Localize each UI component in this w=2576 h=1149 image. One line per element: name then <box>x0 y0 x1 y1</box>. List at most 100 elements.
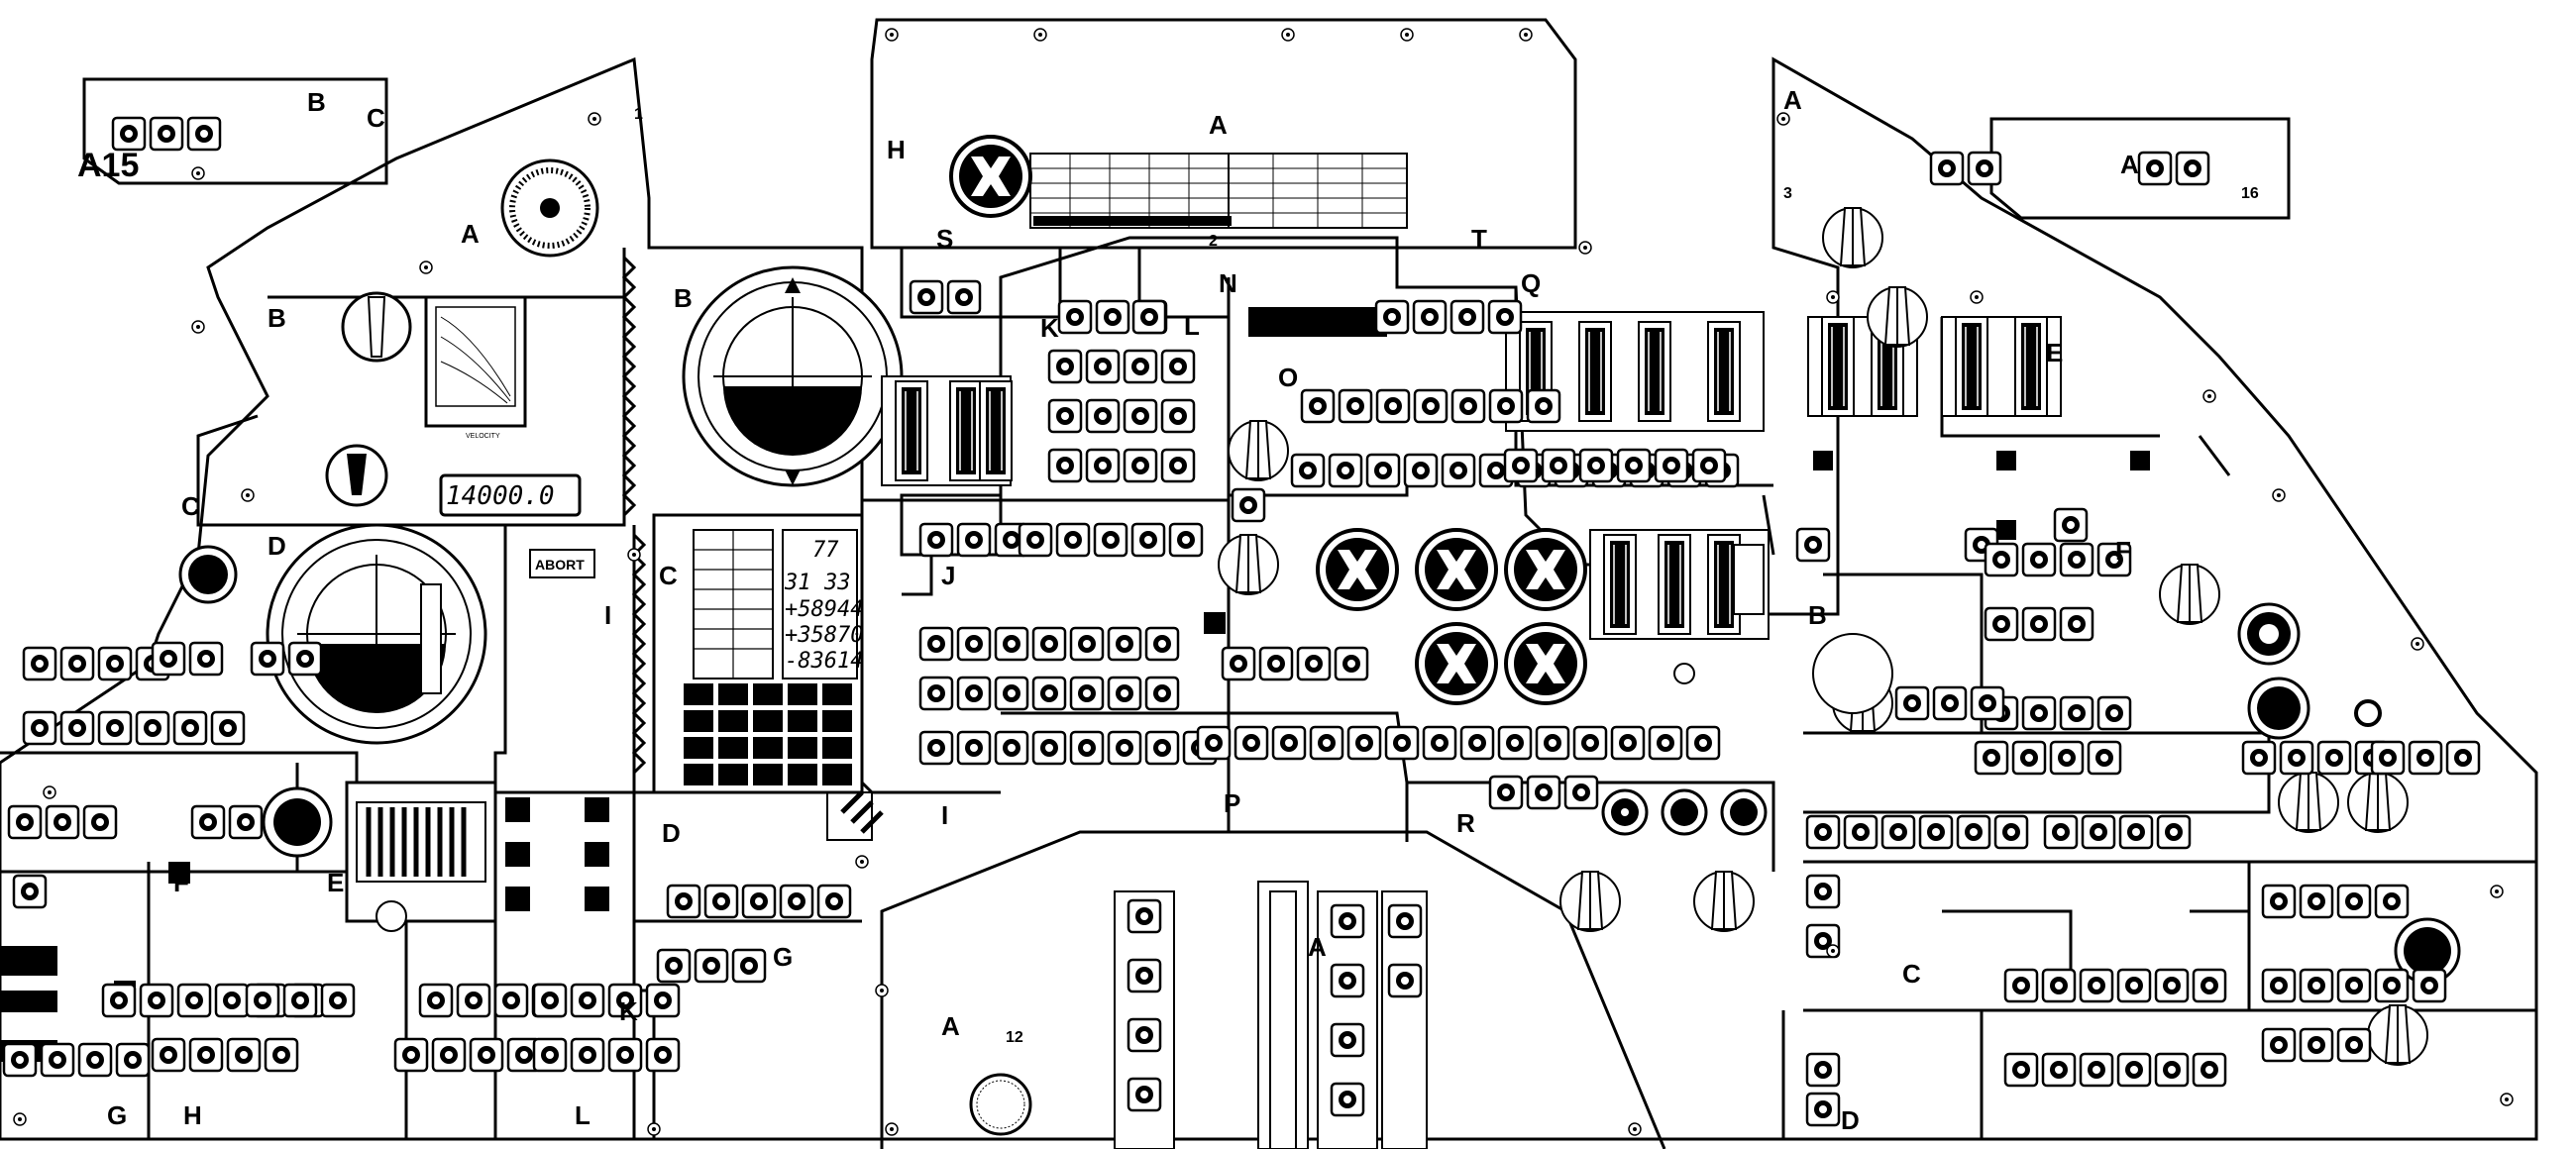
toggle-switch[interactable] <box>1127 898 1162 934</box>
toggle-switch[interactable] <box>82 804 118 840</box>
toggle-switch[interactable] <box>282 983 318 1018</box>
toggle-switch[interactable] <box>228 804 264 840</box>
toggle-switch[interactable] <box>1031 730 1067 766</box>
toggle-switch[interactable] <box>1047 398 1083 434</box>
toggle-switch[interactable] <box>151 1037 186 1073</box>
toggle-switch[interactable] <box>645 1037 681 1073</box>
toggle-switch[interactable] <box>245 983 280 1018</box>
toggle-switch[interactable] <box>1131 299 1167 335</box>
toggle-switch[interactable] <box>2299 884 2334 919</box>
toggle-switch[interactable] <box>1805 1052 1841 1088</box>
toggle-switch[interactable] <box>151 641 186 677</box>
toggle-switch[interactable] <box>115 1042 151 1078</box>
toggle-switch[interactable] <box>1795 527 1831 563</box>
toggle-switch[interactable] <box>172 710 208 746</box>
toggle-switch[interactable] <box>2116 1052 2152 1088</box>
toggle-switch[interactable] <box>226 1037 262 1073</box>
toggle-switch[interactable] <box>607 1037 643 1073</box>
toggle-switch[interactable] <box>2336 884 2372 919</box>
toggle-switch[interactable] <box>1654 448 1689 483</box>
toggle-switch[interactable] <box>2154 1052 2190 1088</box>
toggle-switch[interactable] <box>2408 740 2443 776</box>
toggle-switch[interactable] <box>956 626 992 662</box>
toggle-switch[interactable] <box>493 983 529 1018</box>
toggle-switch[interactable] <box>1085 398 1121 434</box>
toggle-switch[interactable] <box>1330 1022 1365 1058</box>
toggle-switch[interactable] <box>2021 542 2057 577</box>
toggle-switch[interactable] <box>994 676 1029 711</box>
toggle-switch[interactable] <box>909 279 944 315</box>
toggle-switch[interactable] <box>1168 522 1204 558</box>
toggle-switch[interactable] <box>250 641 285 677</box>
toggle-switch[interactable] <box>22 646 57 681</box>
toggle-switch[interactable] <box>1805 1092 1841 1127</box>
toggle-switch[interactable] <box>1413 388 1449 424</box>
toggle-switch[interactable] <box>1328 453 1363 488</box>
toggle-switch[interactable] <box>2021 695 2057 731</box>
toggle-switch[interactable] <box>2154 968 2190 1003</box>
toggle-switch[interactable] <box>97 710 133 746</box>
toggle-switch[interactable] <box>1984 542 2019 577</box>
toggle-switch[interactable] <box>2079 968 2114 1003</box>
toggle-switch[interactable] <box>7 804 43 840</box>
toggle-switch[interactable] <box>12 874 48 909</box>
toggle-switch[interactable] <box>956 730 992 766</box>
toggle-switch[interactable] <box>1234 725 1269 761</box>
toggle-switch[interactable] <box>2043 814 2079 850</box>
toggle-switch[interactable] <box>1123 398 1158 434</box>
toggle-switch[interactable] <box>2003 1052 2039 1088</box>
toggle-switch[interactable] <box>1123 349 1158 384</box>
toggle-switch[interactable] <box>1374 299 1410 335</box>
toggle-switch[interactable] <box>1296 646 1332 681</box>
toggle-switch[interactable] <box>1648 725 1683 761</box>
toggle-switch[interactable] <box>1085 349 1121 384</box>
toggle-switch[interactable] <box>1488 775 1524 810</box>
toggle-switch[interactable] <box>77 1042 113 1078</box>
toggle-switch[interactable] <box>264 1037 299 1073</box>
toggle-switch[interactable] <box>703 884 739 919</box>
toggle-switch[interactable] <box>1300 388 1336 424</box>
toggle-switch[interactable] <box>176 983 212 1018</box>
toggle-switch[interactable] <box>1047 448 1083 483</box>
toggle-switch[interactable] <box>1093 522 1128 558</box>
toggle-switch[interactable] <box>2370 740 2406 776</box>
toggle-switch[interactable] <box>22 710 57 746</box>
toggle-switch[interactable] <box>2137 151 2173 186</box>
toggle-switch[interactable] <box>1880 814 1916 850</box>
toggle-switch[interactable] <box>1107 730 1142 766</box>
toggle-switch[interactable] <box>1271 725 1307 761</box>
toggle-switch[interactable] <box>2059 606 2094 642</box>
toggle-switch[interactable] <box>1107 676 1142 711</box>
toggle-switch[interactable] <box>1993 814 2029 850</box>
toggle-switch[interactable] <box>2412 968 2447 1003</box>
toggle-switch[interactable] <box>1127 958 1162 993</box>
toggle-switch[interactable] <box>1441 453 1476 488</box>
toggle-switch[interactable] <box>2279 740 2314 776</box>
toggle-switch[interactable] <box>1384 725 1420 761</box>
toggle-switch[interactable] <box>2003 968 2039 1003</box>
toggle-switch[interactable] <box>2156 814 2192 850</box>
toggle-switch[interactable] <box>2299 968 2334 1003</box>
toggle-switch[interactable] <box>2261 968 2297 1003</box>
toggle-switch[interactable] <box>2336 968 2372 1003</box>
toggle-switch[interactable] <box>1330 1082 1365 1117</box>
toggle-switch[interactable] <box>45 804 80 840</box>
toggle-switch[interactable] <box>1929 151 1965 186</box>
toggle-switch[interactable] <box>1450 388 1486 424</box>
toggle-switch[interactable] <box>97 646 133 681</box>
toggle-switch[interactable] <box>1095 299 1130 335</box>
toggle-switch[interactable] <box>532 983 568 1018</box>
toggle-switch[interactable] <box>2241 740 2277 776</box>
toggle-switch[interactable] <box>2192 1052 2227 1088</box>
toggle-switch[interactable] <box>469 1037 504 1073</box>
toggle-switch[interactable] <box>1346 725 1382 761</box>
toggle-switch[interactable] <box>2049 740 2085 776</box>
toggle-switch[interactable] <box>1610 725 1646 761</box>
toggle-switch[interactable] <box>101 983 137 1018</box>
toggle-switch[interactable] <box>2261 1027 2297 1063</box>
toggle-switch[interactable] <box>1309 725 1344 761</box>
toggle-switch[interactable] <box>816 884 852 919</box>
toggle-switch[interactable] <box>111 116 147 152</box>
toggle-switch[interactable] <box>2059 542 2094 577</box>
toggle-switch[interactable] <box>2053 507 2089 543</box>
